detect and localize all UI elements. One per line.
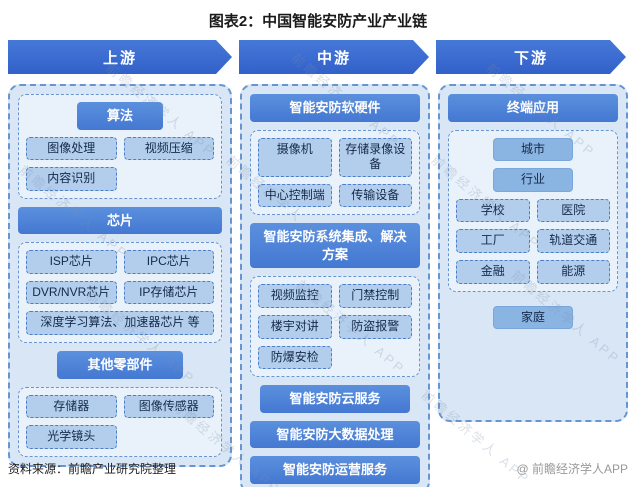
chain-node: 图像传感器 [123,394,214,419]
chips-items: ISP芯片 IPC芯片 DVR/NVR芯片 IP存储芯片 深度学习算法、加速器芯… [26,250,214,336]
chain-node: 学校 [456,198,530,223]
chain-node: 存储录像设备 [338,137,412,177]
chain-node: 内容识别 [26,167,117,191]
upstream-column: 算法 图像处理 视频压缩 内容识别 芯片 ISP芯片 IPC芯片 DVR/NVR… [8,84,232,467]
chain-node: 光学镜头 [26,425,117,449]
system-integration-items: 视频监控 门禁控制 楼宇对讲 防盗报警 防爆安检 [258,284,412,370]
midstream-column: 智能安防软硬件 摄像机 存储录像设备 中心控制端 传输设备 智能安防系统集成、解… [240,84,430,487]
terminal-apps-section: 城市 行业 学校 医院 工厂 轨道交通 金融 能源 [448,129,618,292]
chain-node: 摄像机 [258,137,332,177]
chain-node: 传输设备 [338,183,412,208]
chain-node: 防爆安检 [258,345,332,370]
flow-arrow-midstream: 中游 [239,40,429,74]
hardware-items: 摄像机 存储录像设备 中心控制端 传输设备 [258,137,412,208]
industry-node: 行业 [493,168,573,192]
chain-node: 门禁控制 [338,284,412,309]
chain-node: 楼宇对讲 [258,315,332,339]
chain-node: 图像处理 [26,136,117,161]
flow-arrow-upstream: 上游 [8,40,232,74]
algorithm-items: 图像处理 视频压缩 内容识别 [26,136,214,191]
chain-node: IPC芯片 [123,250,214,274]
chain-node: 工厂 [456,229,530,253]
other-parts-section: 存储器 图像传感器 光学镜头 [18,386,222,457]
bigdata-service-node: 智能安防大数据处理 [250,420,420,449]
source-note: 资料来源：前瞻产业研究院整理 [8,462,177,476]
chain-node: 视频监控 [258,284,332,309]
chain-node: 防盗报警 [338,315,412,339]
algorithm-header: 算法 [76,102,163,130]
credit-note: @ 前瞻经济学人APP [516,462,628,476]
terminal-apps-header: 终端应用 [448,94,618,122]
chain-node: 金融 [456,259,530,284]
chain-node: IP存储芯片 [123,280,214,305]
city-node: 城市 [493,137,573,162]
other-parts-header: 其他零部件 [57,351,183,379]
chain-node: 医院 [536,198,610,223]
chain-node: 能源 [536,259,610,284]
hardware-header: 智能安防软硬件 [250,94,420,122]
chain-node: 轨道交通 [536,229,610,253]
home-node: 家庭 [493,305,573,330]
figure-footer: 资料来源：前瞻产业研究院整理 @ 前瞻经济学人APP [8,460,628,477]
algorithm-section: 算法 图像处理 视频压缩 内容识别 [18,94,222,199]
diagram-columns: 算法 图像处理 视频压缩 内容识别 芯片 ISP芯片 IPC芯片 DVR/NVR… [0,84,636,487]
downstream-column: 终端应用 城市 行业 学校 医院 工厂 轨道交通 金融 能源 家庭 [438,84,628,422]
operation-service-node: 智能安防运营服务 [250,456,420,484]
chain-node: ISP芯片 [26,250,117,274]
chain-node: 视频压缩 [123,136,214,161]
flow-arrow-row: 上游 中游 下游 [0,40,636,74]
cloud-service-node: 智能安防云服务 [260,385,410,413]
system-integration-header: 智能安防系统集成、解决方案 [250,223,420,269]
chips-header: 芯片 [18,206,222,235]
chips-section: ISP芯片 IPC芯片 DVR/NVR芯片 IP存储芯片 深度学习算法、加速器芯… [18,242,222,344]
chain-node: 中心控制端 [258,183,332,208]
chain-node: DVR/NVR芯片 [26,280,117,305]
other-parts-items: 存储器 图像传感器 光学镜头 [26,394,214,449]
flow-arrow-downstream: 下游 [436,40,626,74]
chain-node: 存储器 [26,394,117,419]
chain-node: 深度学习算法、加速器芯片 等 [26,311,214,336]
system-integration-section: 视频监控 门禁控制 楼宇对讲 防盗报警 防爆安检 [250,276,420,378]
sector-items: 学校 医院 工厂 轨道交通 金融 能源 [456,198,610,284]
page-title: 图表2：中国智能安防产业产业链 [208,13,428,30]
hardware-section: 摄像机 存储录像设备 中心控制端 传输设备 [250,129,420,216]
